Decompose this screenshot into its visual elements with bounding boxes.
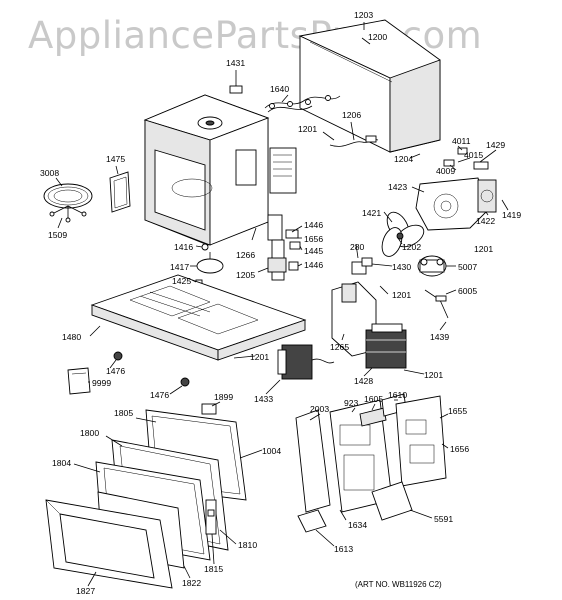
sensor-part[interactable] [443, 159, 455, 167]
callout-1419: 1419 [502, 210, 521, 220]
latch-lever-part[interactable] [371, 481, 413, 521]
callout-1899: 1899 [214, 392, 233, 402]
turntable-part[interactable] [43, 183, 93, 223]
cord-plug-part[interactable] [365, 135, 377, 143]
callout-1475: 1475 [106, 154, 125, 164]
leader-lines [55, 22, 509, 587]
callout-1640: 1640 [270, 84, 289, 94]
callout-1431: 1431 [226, 58, 245, 68]
blower-assembly-part[interactable] [415, 177, 489, 231]
door-button-part[interactable] [297, 509, 327, 533]
callout-280: 280 [350, 242, 365, 252]
callout-1605: 1605 [364, 394, 383, 404]
callout-1266: 1266 [236, 250, 255, 260]
callout-1422: 1422 [476, 216, 495, 226]
callout-1004: 1004 [262, 446, 281, 456]
callout-1204: 1204 [394, 154, 413, 164]
callout-1421: 1421 [362, 208, 381, 218]
thermal-fuse-part[interactable] [351, 257, 373, 275]
callout-1610: 1610 [388, 390, 407, 400]
thermostat-part[interactable] [473, 161, 489, 170]
callout-923: 923 [344, 398, 359, 408]
callout-labels: 1203 1200 1431 1640 1206 1201 1204 4011 … [40, 10, 521, 596]
callout-1417: 1417 [170, 262, 189, 272]
callout-1445: 1445 [304, 246, 323, 256]
screw-part[interactable] [201, 243, 209, 251]
door-hook-part[interactable] [201, 403, 217, 415]
callout-1656-a: 1656 [304, 234, 323, 244]
foot-part[interactable] [180, 377, 190, 387]
callout-1613: 1613 [334, 544, 353, 554]
callout-3008: 3008 [40, 168, 59, 178]
callout-4009: 4009 [436, 166, 455, 176]
callout-1476-a: 1476 [106, 366, 125, 376]
owners-manual-part[interactable] [67, 367, 91, 395]
callout-4015: 4015 [464, 150, 483, 160]
transformer-part[interactable] [277, 344, 335, 380]
callout-1429: 1429 [486, 140, 505, 150]
callout-1446-a: 1446 [304, 220, 323, 230]
fan-blade-part[interactable] [378, 209, 427, 260]
callout-6005: 6005 [458, 286, 477, 296]
art-number-label: (ART NO. WB11926 C2) [355, 580, 442, 589]
callout-1423: 1423 [388, 182, 407, 192]
fuse-part[interactable] [457, 147, 468, 155]
callout-1810: 1810 [238, 540, 257, 550]
callout-1804: 1804 [52, 458, 71, 468]
diode-part[interactable] [424, 289, 449, 319]
callout-1416: 1416 [174, 242, 193, 252]
callout-1446-b: 1446 [304, 260, 323, 270]
callout-1202: 1202 [402, 242, 421, 252]
foot-part[interactable] [113, 351, 123, 361]
callout-1433: 1433 [254, 394, 273, 404]
door-outer-part[interactable] [45, 499, 173, 589]
callout-1656-b: 1656 [450, 444, 469, 454]
callout-1827: 1827 [76, 586, 95, 596]
bracket-part[interactable] [229, 85, 243, 94]
callout-1822: 1822 [182, 578, 201, 588]
callout-2003: 2003 [310, 404, 329, 414]
callout-5591: 5591 [434, 514, 453, 524]
fan-motor-part[interactable] [477, 179, 497, 213]
turntable-motor-part[interactable] [196, 252, 224, 274]
cover-plate-part[interactable] [109, 171, 131, 213]
callout-1655: 1655 [448, 406, 467, 416]
callout-1480: 1480 [62, 332, 81, 342]
callout-1200: 1200 [368, 32, 387, 42]
callout-1206: 1206 [342, 110, 361, 120]
capacitor-part[interactable] [417, 255, 447, 277]
callout-1800: 1800 [80, 428, 99, 438]
callout-4011: 4011 [452, 136, 471, 146]
callout-1425: 1425 [172, 276, 191, 286]
callout-1201-b: 1201 [474, 244, 493, 254]
interlock-switch-part[interactable] [267, 214, 301, 281]
callout-1205: 1205 [236, 270, 255, 280]
callout-1201-d: 1201 [250, 352, 269, 362]
callout-1201-c: 1201 [392, 290, 411, 300]
callout-5007: 5007 [458, 262, 477, 272]
callout-1509: 1509 [48, 230, 67, 240]
base-plate-part[interactable] [90, 274, 307, 361]
door-latch-part[interactable] [205, 499, 217, 535]
control-board-part[interactable] [395, 395, 447, 487]
callout-1805: 1805 [114, 408, 133, 418]
callout-1428: 1428 [354, 376, 373, 386]
callout-1201-a: 1201 [298, 124, 317, 134]
callout-1203: 1203 [354, 10, 373, 20]
magnetron-part[interactable] [365, 323, 407, 369]
wire-harness-part[interactable] [264, 95, 341, 113]
callout-1476-b: 1476 [150, 390, 169, 400]
callout-1815: 1815 [204, 564, 223, 574]
callout-9999: 9999 [92, 378, 111, 388]
callout-1201-e: 1201 [424, 370, 443, 380]
callout-1634: 1634 [348, 520, 367, 530]
control-panel-frame-part[interactable] [295, 399, 393, 513]
callout-1430: 1430 [392, 262, 411, 272]
callout-1265: 1265 [330, 342, 349, 352]
callout-1439: 1439 [430, 332, 449, 342]
outer-case-part[interactable] [298, 19, 441, 153]
